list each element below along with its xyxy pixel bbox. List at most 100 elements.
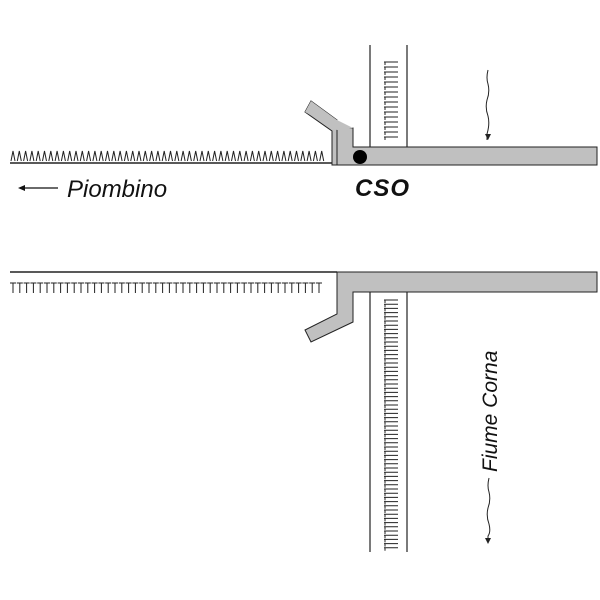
vegetation-mark: [384, 76, 398, 80]
vegetation-mark: [142, 150, 148, 162]
vegetation-mark: [384, 299, 398, 303]
vegetation-mark: [295, 282, 302, 293]
piombino-label: Piombino: [67, 176, 167, 203]
vegetation-mark: [125, 282, 132, 293]
vegetation-mark: [384, 530, 398, 534]
vegetation-mark: [180, 150, 186, 162]
vegetation-mark: [384, 547, 398, 551]
vegetation-mark: [384, 404, 398, 408]
vegetation-mark: [384, 383, 398, 387]
lower-jetty: [304, 271, 598, 343]
vegetation-mark: [84, 282, 91, 293]
flow-arrow-icon: [485, 69, 491, 140]
vegetation-mark: [384, 366, 398, 371]
vegetation-mark: [384, 379, 398, 383]
vegetation-mark: [227, 282, 234, 293]
vegetation-mark: [180, 282, 186, 293]
cso-label: CSO: [355, 175, 410, 202]
vegetation-mark: [287, 150, 293, 162]
vegetation-mark: [212, 150, 218, 162]
vegetation-mark: [384, 429, 398, 434]
vegetation-mark: [384, 106, 398, 110]
vegetation-mark: [200, 282, 207, 293]
vegetation-mark: [384, 86, 398, 90]
vegetation-mark: [199, 150, 205, 162]
vegetation-mark: [237, 150, 243, 162]
vegetation-mark: [384, 333, 398, 337]
vegetation-mark: [186, 150, 192, 162]
lower-shore-vegetation: [10, 282, 322, 293]
vegetation-mark: [231, 150, 236, 162]
vegetation-mark: [384, 324, 398, 329]
vegetation-mark: [193, 150, 199, 162]
vegetation-mark: [384, 509, 398, 513]
vegetation-mark: [309, 282, 316, 293]
vegetation-mark: [218, 150, 224, 162]
vegetation-mark: [384, 488, 398, 492]
vegetation-mark: [262, 150, 268, 162]
vegetation-mark: [268, 150, 274, 162]
vegetation-mark: [248, 282, 254, 293]
vegetation-mark: [384, 425, 398, 429]
vegetation-mark: [30, 282, 37, 293]
vegetation-mark: [384, 126, 398, 130]
vegetation-mark: [275, 150, 281, 162]
vegetation-mark: [79, 150, 85, 162]
vegetation-mark: [384, 505, 398, 509]
vegetation-mark: [384, 341, 398, 345]
vegetation-mark: [384, 513, 398, 518]
vegetation-mark: [10, 282, 16, 293]
vegetation-mark: [10, 150, 16, 162]
vegetation-mark: [384, 433, 398, 438]
vegetation-mark: [384, 454, 398, 459]
vegetation-mark: [92, 150, 98, 162]
vegetation-mark: [384, 391, 398, 396]
vegetation-mark: [384, 101, 398, 105]
vegetation-mark: [57, 282, 64, 293]
vegetation-mark: [37, 282, 44, 293]
vegetation-mark: [384, 136, 398, 140]
vegetation-mark: [155, 150, 161, 162]
vegetation-mark: [384, 480, 398, 484]
vegetation-mark: [384, 484, 398, 488]
vegetation-mark: [384, 337, 398, 341]
vegetation-mark: [254, 282, 261, 293]
vegetation-mark: [16, 282, 23, 293]
vegetation-mark: [136, 150, 142, 162]
vegetation-mark: [91, 282, 98, 293]
vegetation-mark: [132, 282, 139, 293]
vegetation-mark: [384, 66, 398, 70]
arrow-left-icon: [18, 185, 58, 191]
vegetation-mark: [105, 282, 112, 293]
vegetation-mark: [86, 150, 92, 162]
vegetation-mark: [282, 282, 288, 293]
vegetation-mark: [300, 150, 306, 162]
vegetation-mark: [384, 442, 398, 446]
vegetation-mark: [384, 349, 398, 354]
vegetation-mark: [78, 282, 84, 293]
vegetation-mark: [234, 282, 241, 293]
vegetation-mark: [205, 150, 211, 162]
vegetation-mark: [384, 111, 398, 115]
vegetation-mark: [384, 446, 398, 450]
vegetation-mark: [384, 328, 398, 333]
vegetation-mark: [384, 61, 398, 65]
vegetation-mark: [256, 150, 262, 162]
cso-outfall-dot-icon: [353, 150, 367, 164]
vegetation-mark: [384, 417, 398, 421]
vegetation-mark: [16, 150, 22, 162]
vegetation-mark: [384, 438, 398, 442]
vegetation-mark: [384, 450, 398, 455]
vegetation-mark: [384, 459, 398, 463]
vegetation-mark: [384, 400, 398, 404]
vegetation-mark: [207, 282, 214, 293]
vegetation-mark: [384, 396, 398, 400]
vegetation-mark: [60, 150, 66, 162]
upper-jetty: [304, 100, 598, 166]
vegetation-mark: [384, 463, 398, 467]
vegetation-mark: [35, 150, 41, 162]
vegetation-mark: [139, 282, 146, 293]
vegetation-mark: [384, 116, 398, 120]
